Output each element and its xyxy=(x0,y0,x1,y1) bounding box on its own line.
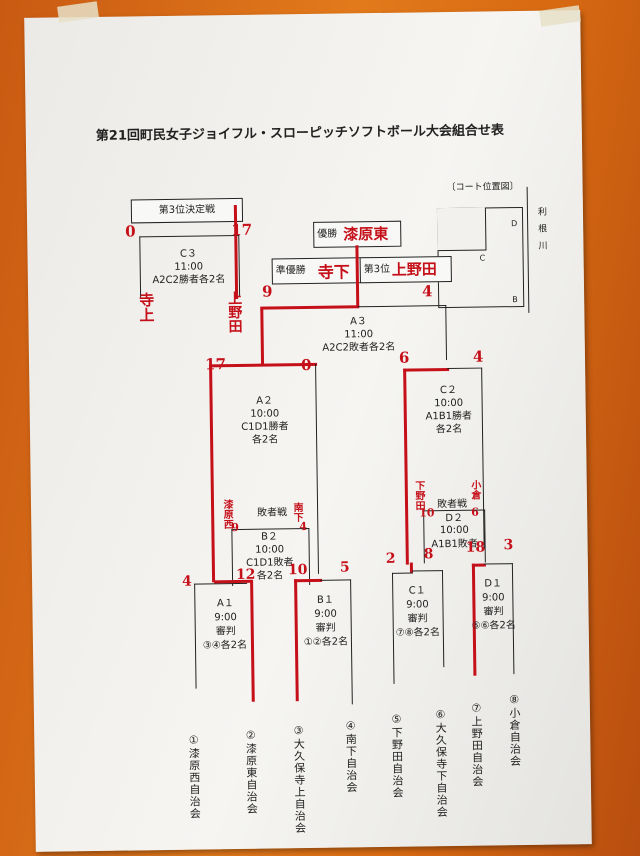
c1-match: C１ xyxy=(408,585,426,597)
team-3: ③大久保寺上自治会 xyxy=(292,724,307,835)
third-place-desc: A2C2勝者各2名 xyxy=(152,274,226,287)
c1-time: 9:00 xyxy=(406,599,429,611)
team-6: ⑥大久保寺下自治会 xyxy=(433,708,449,819)
final-score-right: 4 xyxy=(421,282,433,301)
c1-score-right: 8 xyxy=(423,546,434,563)
b2-time: 10:00 xyxy=(255,544,285,556)
d2-note-right: 小倉 xyxy=(468,479,480,500)
d2-score-left: 10 xyxy=(419,506,435,520)
c2-top-red xyxy=(403,368,450,372)
page-title: 第21回町民女子ジョイフル・スローピッチソフトボール大会組合せ表 xyxy=(95,123,505,144)
team-5: ⑤下野田自治会 xyxy=(389,712,405,799)
b2-score-left: 9 xyxy=(231,520,240,535)
c2-score-left: 6 xyxy=(398,348,410,367)
a1-ump: 審判 xyxy=(215,626,236,638)
a2-match: A２ xyxy=(256,395,274,407)
c2-time: 10:00 xyxy=(434,397,464,410)
third-place-team-left: 寺上 xyxy=(137,292,156,323)
third-label: 第3位 xyxy=(363,263,391,276)
third-team: 上野田 xyxy=(391,260,437,279)
team-8: ⑧小倉自治会 xyxy=(507,693,522,768)
b1-match: B１ xyxy=(316,594,334,606)
team-1: ①漆原西自治会 xyxy=(187,733,202,820)
champion-team: 漆原東 xyxy=(343,224,389,244)
final-desc: A2C2敗者各2名 xyxy=(322,341,396,354)
river-label: 利根川 xyxy=(535,206,547,258)
a2-score-left: 17 xyxy=(204,355,227,374)
final-match: A３ xyxy=(349,316,367,328)
champion-label: 優勝 xyxy=(317,228,338,240)
third-place-score-left: 0 xyxy=(125,222,136,241)
final-time: 11:00 xyxy=(344,329,374,341)
third-place-score-right: 17 xyxy=(231,220,253,240)
d1-score-left: 18 xyxy=(465,539,486,556)
c2-left-red xyxy=(403,368,409,565)
c1-ump: 審判 xyxy=(407,613,428,625)
b1-score-right: 5 xyxy=(339,559,350,576)
third-place-label: 第3位決定戦 xyxy=(158,204,216,217)
a1-score-right: 12 xyxy=(235,566,256,584)
d1-time: 9:00 xyxy=(482,592,505,604)
a1-match: A１ xyxy=(216,598,234,610)
c2-match: C２ xyxy=(439,384,458,397)
court-map-label: 〔コート位置図〕 xyxy=(446,182,519,194)
c2-score-right: 4 xyxy=(472,347,484,366)
a2-score-right: 0 xyxy=(300,355,312,375)
d1-score-right: 3 xyxy=(503,537,514,554)
runner-up-team: 寺下 xyxy=(317,262,350,282)
final-score-left: 9 xyxy=(261,282,273,301)
final-left-win xyxy=(260,305,360,310)
b2-score-right: 4 xyxy=(299,520,308,534)
b1-top-red xyxy=(294,578,323,583)
a2-time: 10:00 xyxy=(250,408,280,420)
d2-time: 10:00 xyxy=(439,524,469,537)
court-map: 〔コート位置図〕 D C A B 利根川 xyxy=(24,10,580,313)
c2-desc1: A1B1勝者 xyxy=(425,410,473,423)
final-winner-line xyxy=(355,245,360,308)
c2-desc2: 各2名 xyxy=(435,423,463,436)
d2-score-right: 6 xyxy=(471,505,479,519)
final-left-line xyxy=(260,307,265,366)
d1-match: D１ xyxy=(484,578,503,590)
court-b-label: B xyxy=(512,295,518,305)
a1-score-left: 4 xyxy=(181,573,192,590)
c1-score-left: 2 xyxy=(385,550,396,567)
c1-desc: ⑦⑧各2名 xyxy=(395,627,441,639)
a2-desc1: C1D1勝者 xyxy=(241,421,289,433)
b1-ump: 審判 xyxy=(315,622,336,634)
third-place-team-right: 上野田 xyxy=(226,290,243,334)
a2-desc2: 各2名 xyxy=(251,434,279,446)
d1-desc: ⑤⑥各2名 xyxy=(471,620,516,632)
bracket-sheet: 第21回町民女子ジョイフル・スローピッチソフトボール大会組合せ表 〔コート位置図… xyxy=(24,10,592,852)
d1-ump: 審判 xyxy=(483,606,504,618)
court-d-label: D xyxy=(511,219,518,229)
team-2: ②漆原東自治会 xyxy=(244,728,259,815)
runner-up-label: 準優勝 xyxy=(275,265,306,277)
a2-right-line xyxy=(315,363,319,574)
river-line xyxy=(526,186,530,313)
b1-score-left: 10 xyxy=(287,562,308,579)
a2-left-red xyxy=(209,364,216,583)
team-7: ⑦上野田自治会 xyxy=(469,701,484,788)
b1-desc: ①②各2名 xyxy=(303,636,349,649)
court-map-cutout xyxy=(436,207,487,252)
a1-desc: ③④各2名 xyxy=(202,639,248,652)
team-4: ④南下自治会 xyxy=(344,719,359,794)
b2-match: B２ xyxy=(260,531,278,543)
a1-time: 9:00 xyxy=(214,612,237,624)
b1-time: 9:00 xyxy=(314,608,337,620)
court-c-label: C xyxy=(479,253,486,263)
